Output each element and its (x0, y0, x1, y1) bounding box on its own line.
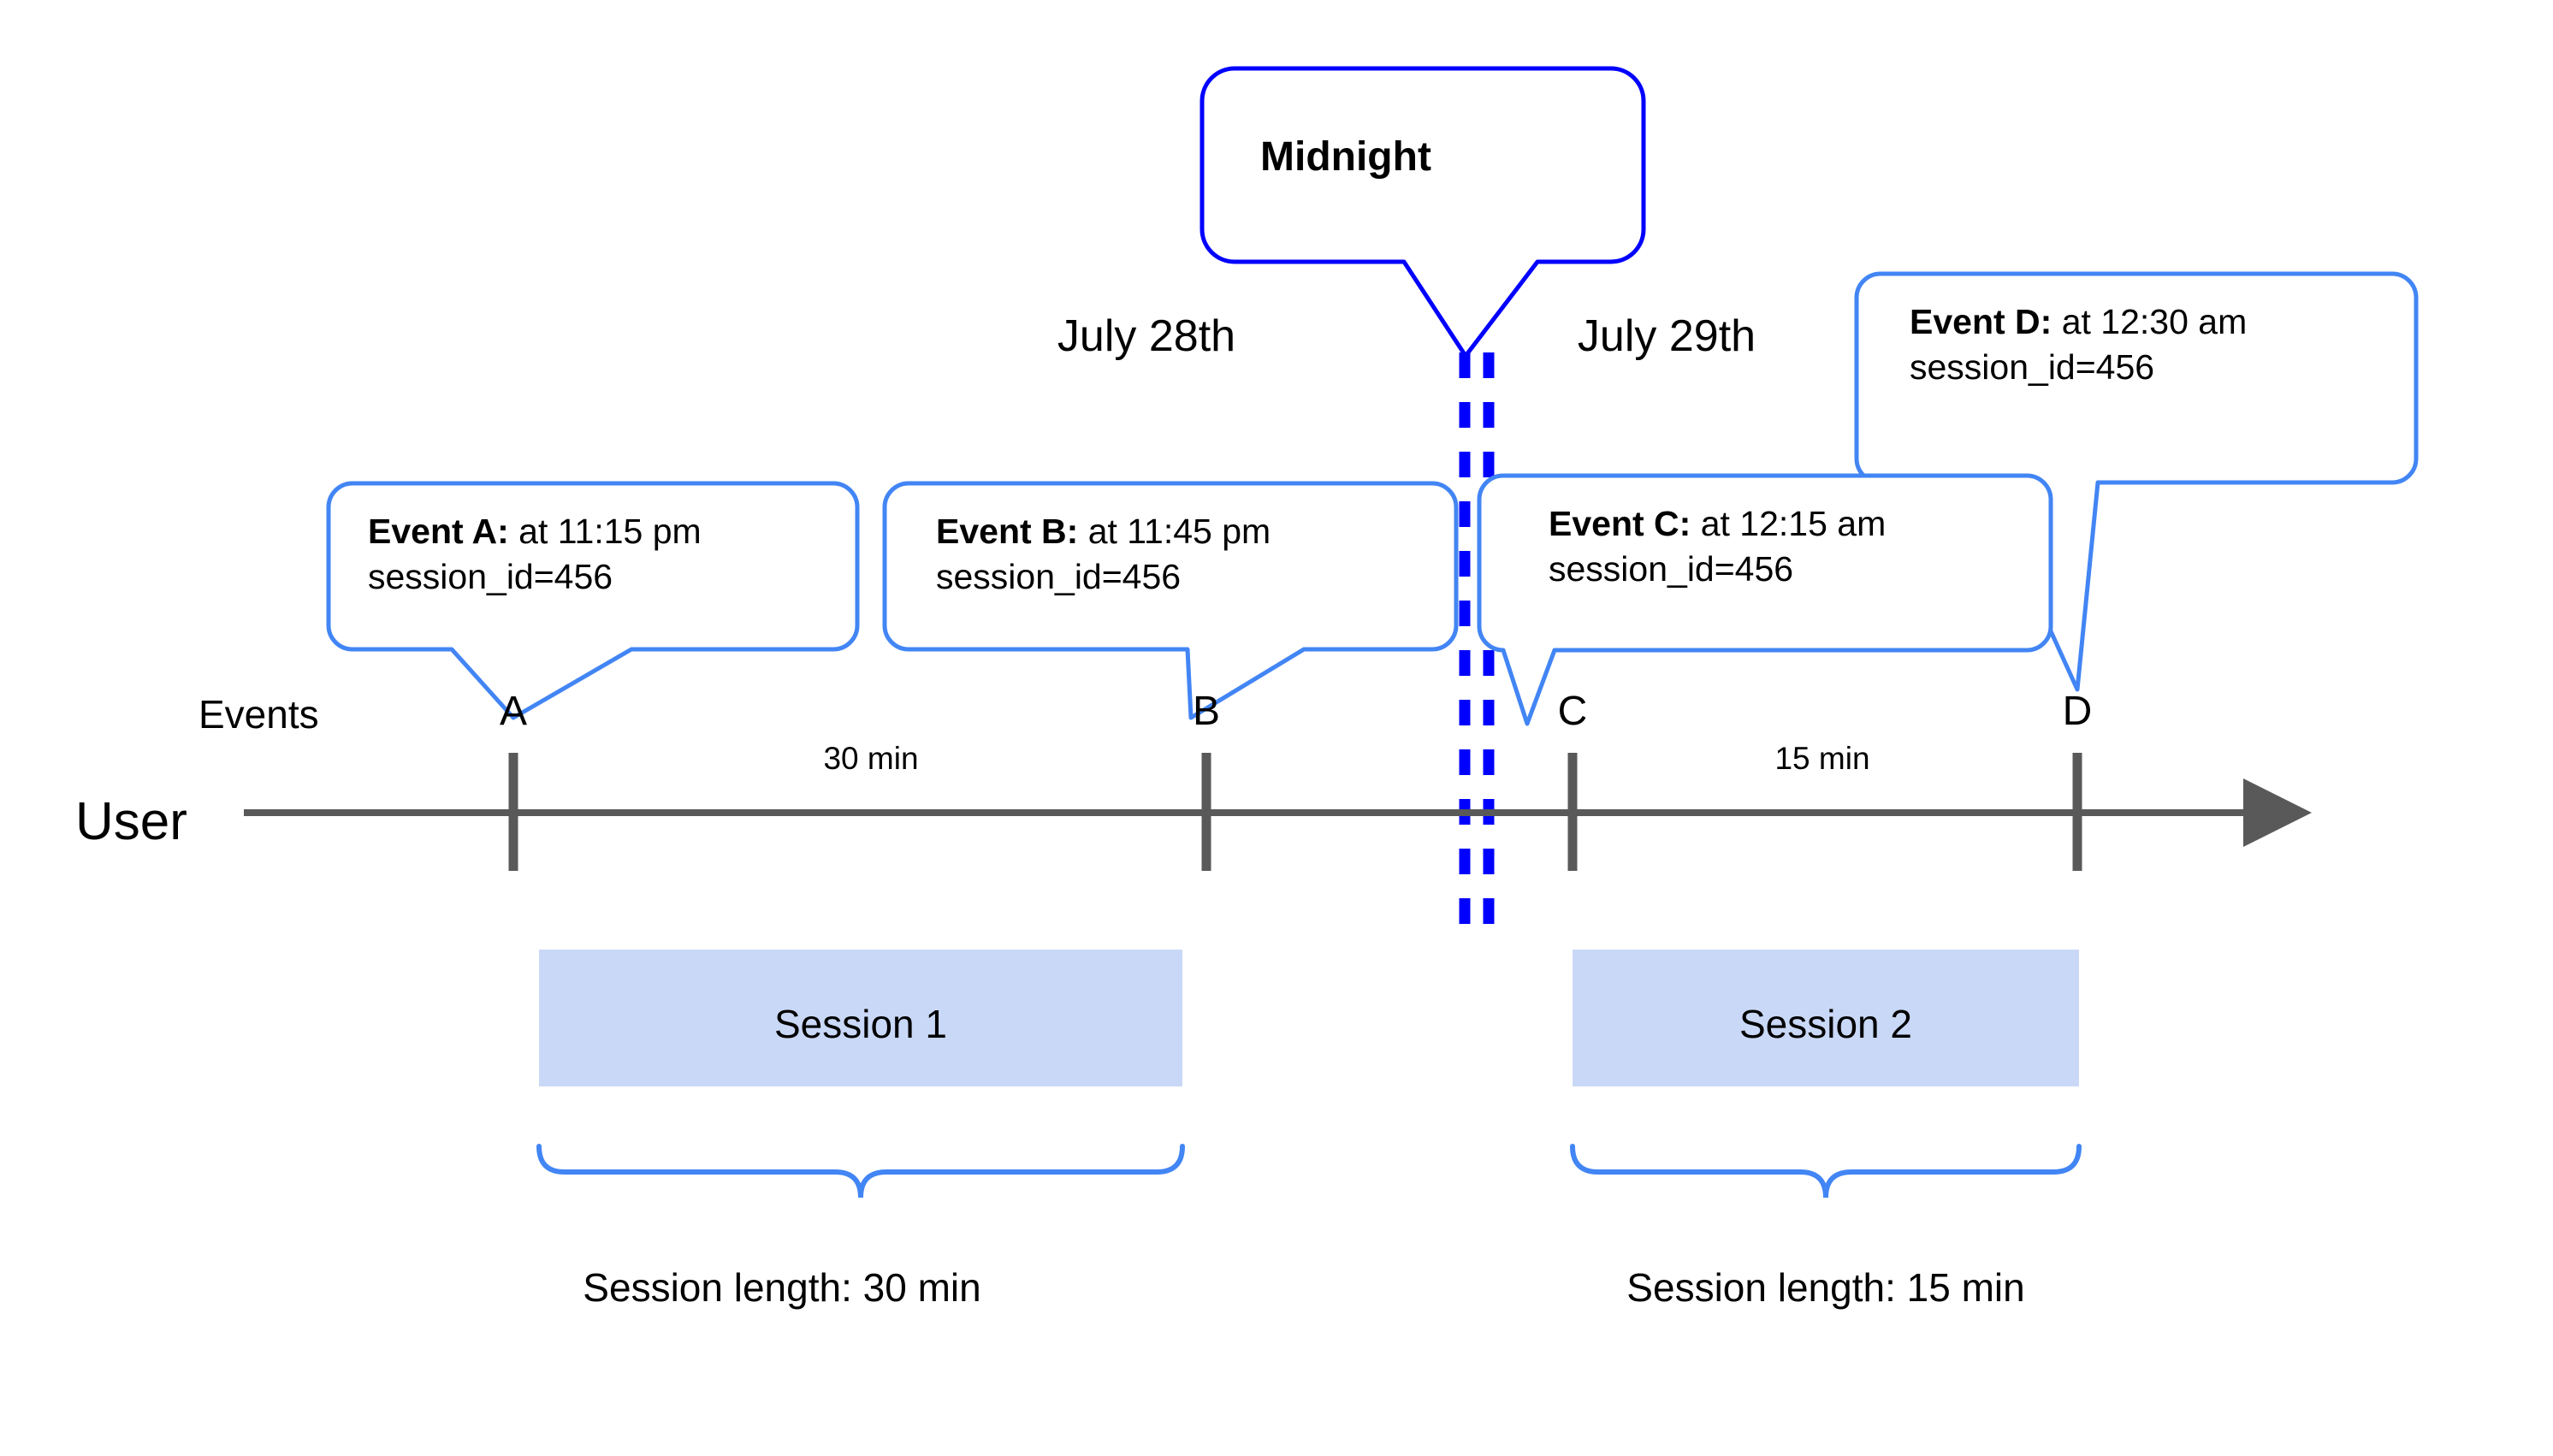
event-c-detail: at 12:15 am (1691, 504, 1887, 543)
session-1-length-label: Session length: 30 min (583, 1265, 981, 1310)
event-marker-c: C (1557, 689, 1588, 734)
event-marker-a: A (499, 689, 528, 734)
event-c-callout-shape (1477, 473, 2053, 726)
event-b-callout-text: Event B: at 11:45 pm session_id=456 (936, 509, 1271, 601)
event-tick-marks (508, 753, 2082, 871)
event-b-session-id: session_id=456 (936, 557, 1182, 597)
date-label-july-28: July 28th (1057, 311, 1236, 361)
gap-label-15-min: 15 min (1774, 741, 1870, 776)
session-1-brace (536, 1144, 1185, 1199)
user-lane-label: User (75, 792, 187, 851)
event-d-callout-shape (1854, 271, 2419, 692)
midnight-label: Midnight (1260, 134, 1431, 180)
event-a-callout-shape (326, 481, 860, 720)
midnight-callout-shape (1199, 66, 1646, 358)
event-d-detail: at 12:30 am (2052, 302, 2248, 341)
event-a-callout-text: Event A: at 11:15 pm session_id=456 (368, 509, 702, 601)
session-2-label: Session 2 (1739, 1002, 1913, 1046)
event-d-callout-text: Event D: at 12:30 am session_id=456 (1910, 299, 2247, 391)
date-label-july-29: July 29th (1577, 311, 1756, 361)
event-b-detail: at 11:45 pm (1078, 512, 1271, 551)
session-bars (539, 950, 2079, 1086)
events-lane-label: Events (198, 692, 319, 737)
event-d-title: Event D: (1910, 302, 2052, 341)
event-marker-b: B (1192, 689, 1221, 734)
event-a-detail: at 11:15 pm (508, 512, 702, 551)
session-1-label: Session 1 (773, 1002, 948, 1046)
event-a-title: Event A: (368, 512, 509, 551)
event-b-title: Event B: (936, 512, 1079, 551)
session-2-length-label: Session length: 15 min (1626, 1265, 2025, 1310)
event-c-callout-text: Event C: at 12:15 am session_id=456 (1549, 501, 1886, 593)
event-b-callout-shape (882, 481, 1459, 720)
session-braces (536, 1144, 2082, 1199)
session-1-bar (539, 950, 1182, 1086)
event-c-title: Event C: (1549, 504, 1691, 543)
event-d-session-id: session_id=456 (1910, 347, 2155, 388)
session-2-brace (1570, 1144, 2082, 1199)
session-2-bar (1573, 950, 2079, 1086)
gap-label-30-min: 30 min (823, 741, 919, 776)
event-a-session-id: session_id=456 (368, 557, 613, 597)
event-marker-d: D (2062, 689, 2093, 734)
event-c-session-id: session_id=456 (1549, 549, 1794, 589)
